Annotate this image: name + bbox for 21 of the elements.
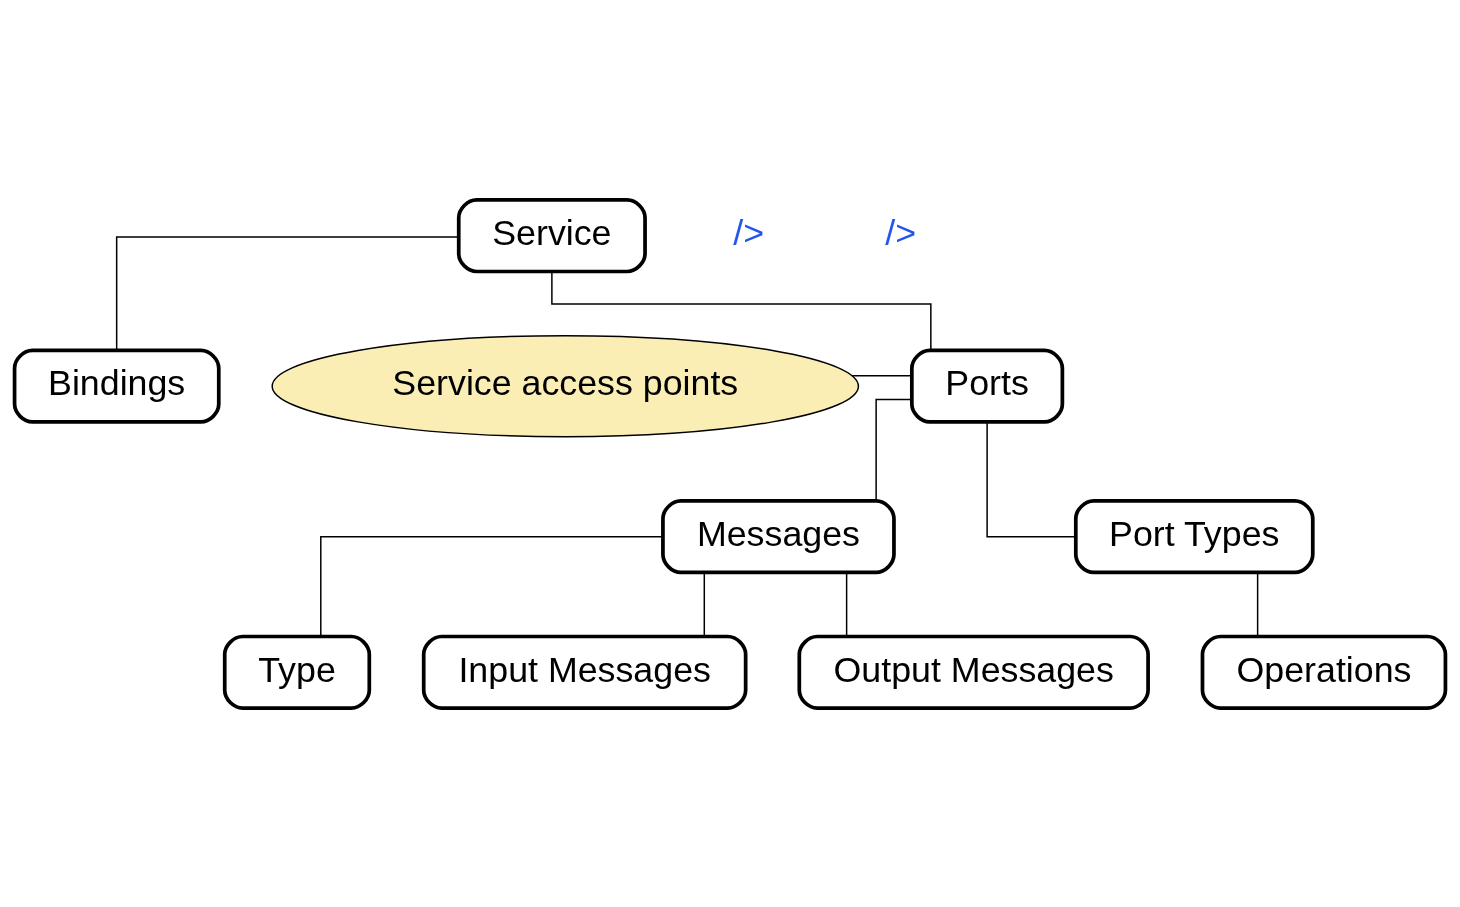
node-box: Bindings [12, 348, 221, 424]
node-box: Ports [909, 348, 1065, 424]
node-box: Service [456, 197, 647, 273]
node-box: Output Messages [797, 634, 1150, 710]
connector [320, 535, 664, 637]
connector [851, 374, 913, 376]
node-box: Operations [1200, 634, 1448, 710]
connector [875, 398, 912, 501]
node-ellipse: Service access points [271, 334, 860, 437]
node-box: Input Messages [421, 634, 748, 710]
connector [1256, 571, 1259, 637]
node-box: Type [222, 634, 372, 710]
connector [551, 270, 932, 351]
node-box: Messages [661, 498, 896, 574]
label: /> [733, 212, 765, 253]
label: /> [885, 212, 917, 253]
connector [115, 235, 460, 351]
connector [986, 420, 1077, 537]
connector [845, 571, 848, 637]
node-box: Port Types [1073, 498, 1315, 574]
connector [703, 571, 706, 637]
